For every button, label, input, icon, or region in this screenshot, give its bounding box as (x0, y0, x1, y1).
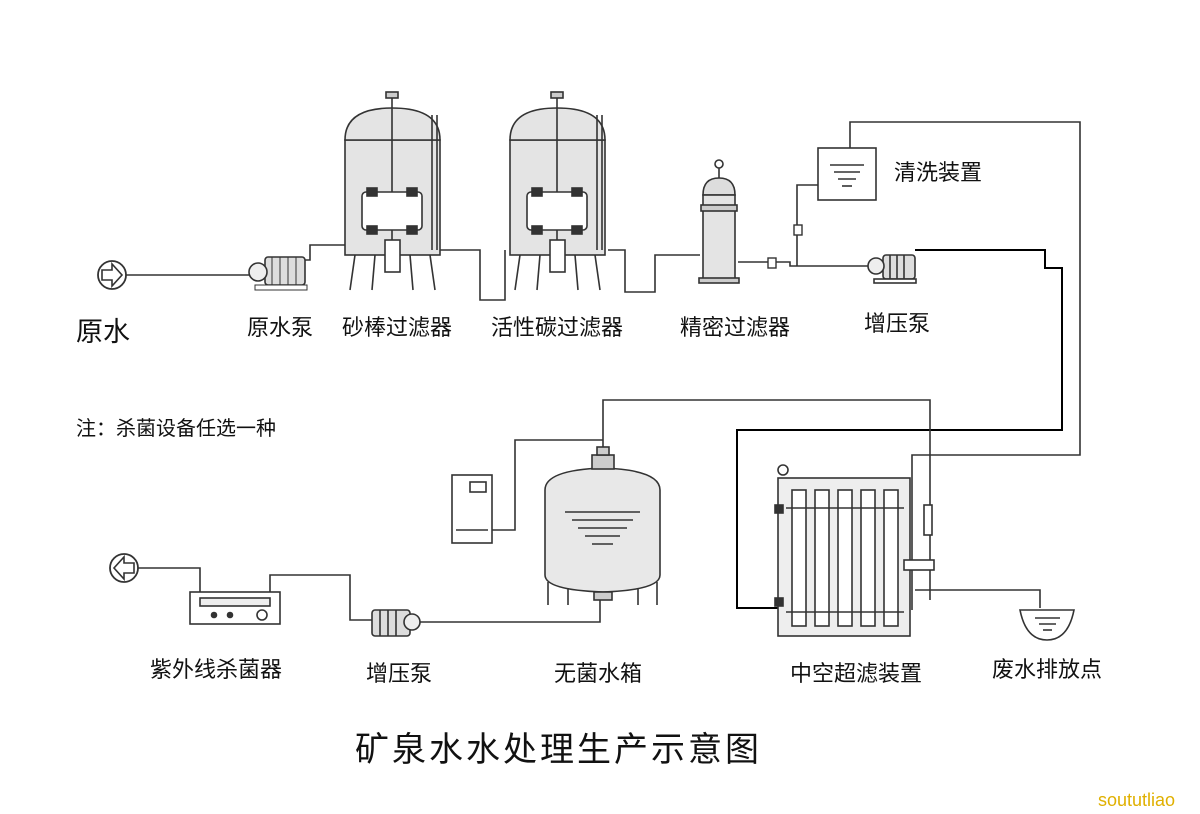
label-sand-filter: 砂棒过滤器 (342, 316, 453, 341)
label-cleaning-device: 清洗装置 (894, 161, 983, 186)
label-raw-pump: 原水泵 (247, 316, 314, 341)
diagram-title: 矿泉水水处理生产示意图 (355, 730, 762, 770)
valve-icon (767, 224, 803, 269)
uv-sterilizer-icon (189, 591, 281, 625)
boost-pump-top-icon (867, 254, 917, 284)
hollow-uf-icon (774, 464, 935, 637)
pipe-boost-to-uv (269, 574, 372, 621)
pipe-sand-to-carbon (440, 249, 506, 301)
carbon-filter-icon (509, 91, 606, 291)
sterile-tank-icon (544, 446, 661, 605)
pipe-ctrl-to-tank (492, 439, 603, 531)
label-raw-water: 原水 (76, 317, 130, 348)
label-boost-pump-bottom: 增压泵 (366, 662, 433, 687)
pipe-carbon-to-precision (608, 249, 700, 293)
raw-water-inlet-icon (97, 260, 127, 290)
label-hollow-uf: 中空超滤装置 (790, 662, 923, 687)
cleaning-device-icon (817, 147, 877, 201)
pipe-to-cleaning (796, 184, 818, 266)
label-sterile-tank: 无菌水箱 (554, 662, 643, 687)
pipe-tank-to-boost (420, 600, 601, 623)
pipe-cleaning-top (849, 121, 1081, 610)
label-boost-pump-top: 增压泵 (864, 312, 931, 337)
pipe-uv-to-outlet (138, 567, 201, 592)
label-precision-filter: 精密过滤器 (680, 316, 791, 341)
sand-filter-icon (344, 91, 441, 291)
label-uv-sterilizer: 紫外线杀菌器 (150, 658, 283, 683)
label-carbon-filter: 活性碳过滤器 (491, 316, 624, 341)
pipe-boost-out (736, 249, 1063, 609)
pipe-uf-to-drain (915, 589, 1041, 608)
pipe-uf-to-tank (602, 399, 931, 600)
precision-filter-icon (698, 159, 740, 284)
outlet-arrow-icon (109, 553, 139, 583)
pipe-precision-to-boost (738, 261, 872, 267)
boost-pump-bottom-icon (371, 609, 421, 637)
pipe-pump-to-sand (305, 244, 345, 261)
label-note: 注：杀菌设备任选一种 (76, 416, 276, 440)
watermark: soututliao (1098, 790, 1176, 810)
label-drain: 废水排放点 (992, 658, 1103, 683)
control-box-icon (451, 474, 493, 544)
raw-pump-icon (248, 256, 308, 291)
drain-point-icon (1019, 609, 1075, 641)
